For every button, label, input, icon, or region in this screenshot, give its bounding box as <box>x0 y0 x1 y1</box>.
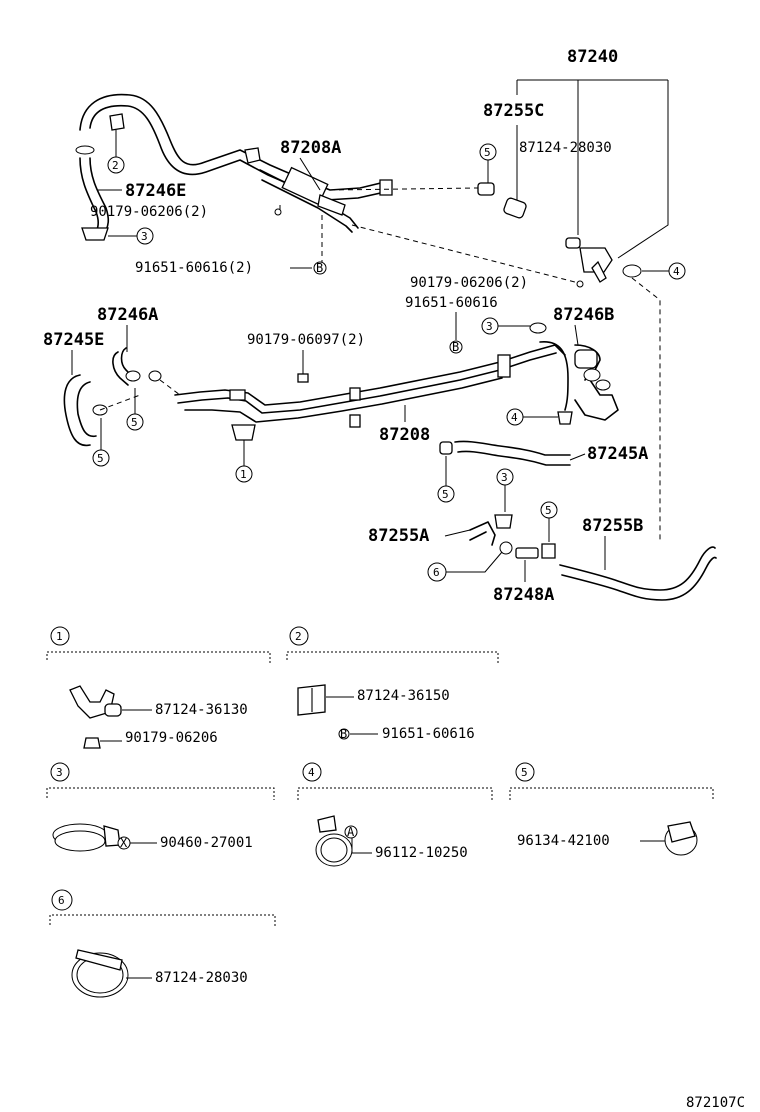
callout-5-top: 5 <box>484 146 491 159</box>
hose-87246A <box>112 347 162 386</box>
main-pipe-assembly-87208 <box>174 341 569 428</box>
detail-4-part-a: 96112-10250 <box>375 845 468 861</box>
label-87248A: 87248A <box>493 585 554 605</box>
code-b-2: B <box>452 340 459 354</box>
label-90179-06206-2b: 90179-06206(2) <box>410 275 528 291</box>
label-90179-06206-2a: 90179-06206(2) <box>90 204 208 220</box>
label-87124-28030-top: 87124-28030 <box>519 140 612 156</box>
label-87255A: 87255A <box>368 526 429 546</box>
upper-pipe-assembly <box>79 93 393 233</box>
label-90179-06097-2: 90179-06097(2) <box>247 332 365 348</box>
hose-87246E <box>75 145 110 241</box>
detail-3-number: 3 <box>56 766 63 779</box>
label-87255B: 87255B <box>582 516 643 536</box>
detail-3: 3 X 90460-27001 <box>46 762 275 852</box>
detail-5-number: 5 <box>521 766 528 779</box>
label-91651-60616: 91651-60616 <box>405 295 498 311</box>
sleeve-87255C <box>477 182 527 219</box>
detail-2: 2 B 87124-36150 91651-60616 <box>286 626 499 742</box>
detail-4-number: 4 <box>308 766 315 779</box>
callout-4-mid: 4 <box>511 411 518 424</box>
hose-87255A <box>469 514 513 555</box>
code-a: A <box>347 825 355 839</box>
detail-1: 1 87124-36130 90179-06206 <box>46 626 271 749</box>
code-b-detail: B <box>340 727 347 741</box>
label-91651-60616-2: 91651-60616(2) <box>135 260 253 276</box>
label-87246B: 87246B <box>553 305 614 325</box>
callout-1-mid: 1 <box>240 468 247 481</box>
detail-2-number: 2 <box>295 630 302 643</box>
label-87246A: 87246A <box>97 305 158 325</box>
detail-2-part-b: 91651-60616 <box>382 726 475 742</box>
detail-2-part-a: 87124-36150 <box>357 688 450 704</box>
callout-3-mid: 3 <box>486 320 493 333</box>
label-87208A: 87208A <box>280 138 341 158</box>
detail-6: 6 87124-28030 <box>49 889 276 998</box>
detail-6-number: 6 <box>58 894 65 907</box>
label-87208: 87208 <box>379 425 430 445</box>
drawing-id: 872107C <box>686 1095 745 1111</box>
callout-6-low: 6 <box>433 566 440 579</box>
detail-5: 5 96134-42100 <box>509 762 714 856</box>
label-87245E: 87245E <box>43 330 104 350</box>
callout-5-mid: 5 <box>442 488 449 501</box>
label-87246E: 87246E <box>125 181 186 201</box>
hose-87246B <box>574 344 619 421</box>
label-87240: 87240 <box>567 47 618 67</box>
detail-5-part-a: 96134-42100 <box>517 833 610 849</box>
detail-4: 4 A 96112-10250 <box>297 762 493 867</box>
code-x: X <box>120 836 128 850</box>
detail-1-part-a: 87124-36130 <box>155 702 248 718</box>
pipe-87248A <box>515 543 556 559</box>
callout-5-low: 5 <box>545 504 552 517</box>
code-b-1: B <box>316 261 323 275</box>
callout-5-left-b: 5 <box>97 452 104 465</box>
label-87245A: 87245A <box>587 444 648 464</box>
callout-3-top: 3 <box>141 230 148 243</box>
callout-2-top: 2 <box>112 159 119 172</box>
label-87255C: 87255C <box>483 101 544 121</box>
detail-6-part-a: 87124-28030 <box>155 970 248 986</box>
hose-87255B <box>559 546 717 601</box>
detail-3-part-a: 90460-27001 <box>160 835 253 851</box>
valve-87240 <box>565 237 642 283</box>
callout-5-left-a: 5 <box>131 416 138 429</box>
hose-87245A <box>439 411 573 466</box>
callout-3-low: 3 <box>501 471 508 484</box>
callout-4-top: 4 <box>673 265 680 278</box>
detail-1-number: 1 <box>56 630 63 643</box>
detail-1-part-b: 90179-06206 <box>125 730 218 746</box>
